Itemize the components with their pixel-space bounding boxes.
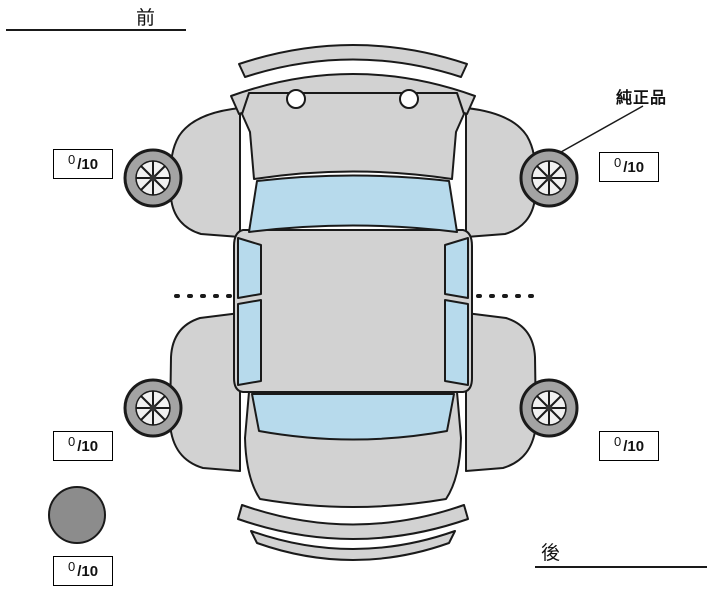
rear-label: 後 [541, 543, 562, 564]
left-rear-window-glass [237, 299, 262, 386]
tread-value: 0 [67, 151, 76, 167]
tread-score-front-right: 0 /10 [599, 152, 659, 182]
rear-bumper [237, 504, 469, 561]
wheel-front-right-icon [519, 148, 579, 208]
tread-score-front-left: 0 /10 [53, 149, 113, 179]
genuine-part-leader-line [560, 105, 644, 153]
tread-score-rear-left: 0 /10 [53, 431, 113, 461]
tread-scale: /10 [77, 155, 99, 173]
hood-left-circle [286, 89, 306, 109]
tread-scale: /10 [623, 437, 645, 455]
left-front-window-glass [237, 237, 262, 299]
wheel-rear-left-icon [123, 378, 183, 438]
tread-scale: /10 [623, 158, 645, 176]
front-label: 前 [136, 8, 157, 29]
rear-left-fender [169, 312, 241, 472]
tread-value: 0 [67, 433, 76, 449]
front-underline [6, 29, 186, 31]
right-rear-window-glass [444, 299, 469, 386]
tread-score-rear-right: 0 /10 [599, 431, 659, 461]
rear-window-glass [251, 393, 455, 441]
spare-tire-icon [48, 486, 106, 544]
tread-value: 0 [613, 154, 622, 170]
tread-value: 0 [613, 433, 622, 449]
windshield-glass [248, 174, 458, 233]
tread-scale: /10 [77, 437, 99, 455]
hood [241, 89, 465, 180]
hood-right-circle [399, 89, 419, 109]
cabin-roof [233, 229, 473, 393]
right-front-window-glass [444, 237, 469, 299]
genuine-part-label: 純正品 [616, 90, 668, 107]
tread-scale: /10 [77, 562, 99, 580]
wheel-rear-right-icon [519, 378, 579, 438]
rear-underline [535, 566, 707, 568]
wheel-front-left-icon [123, 148, 183, 208]
tread-score-spare: 0 /10 [53, 556, 113, 586]
tread-value: 0 [67, 558, 76, 574]
